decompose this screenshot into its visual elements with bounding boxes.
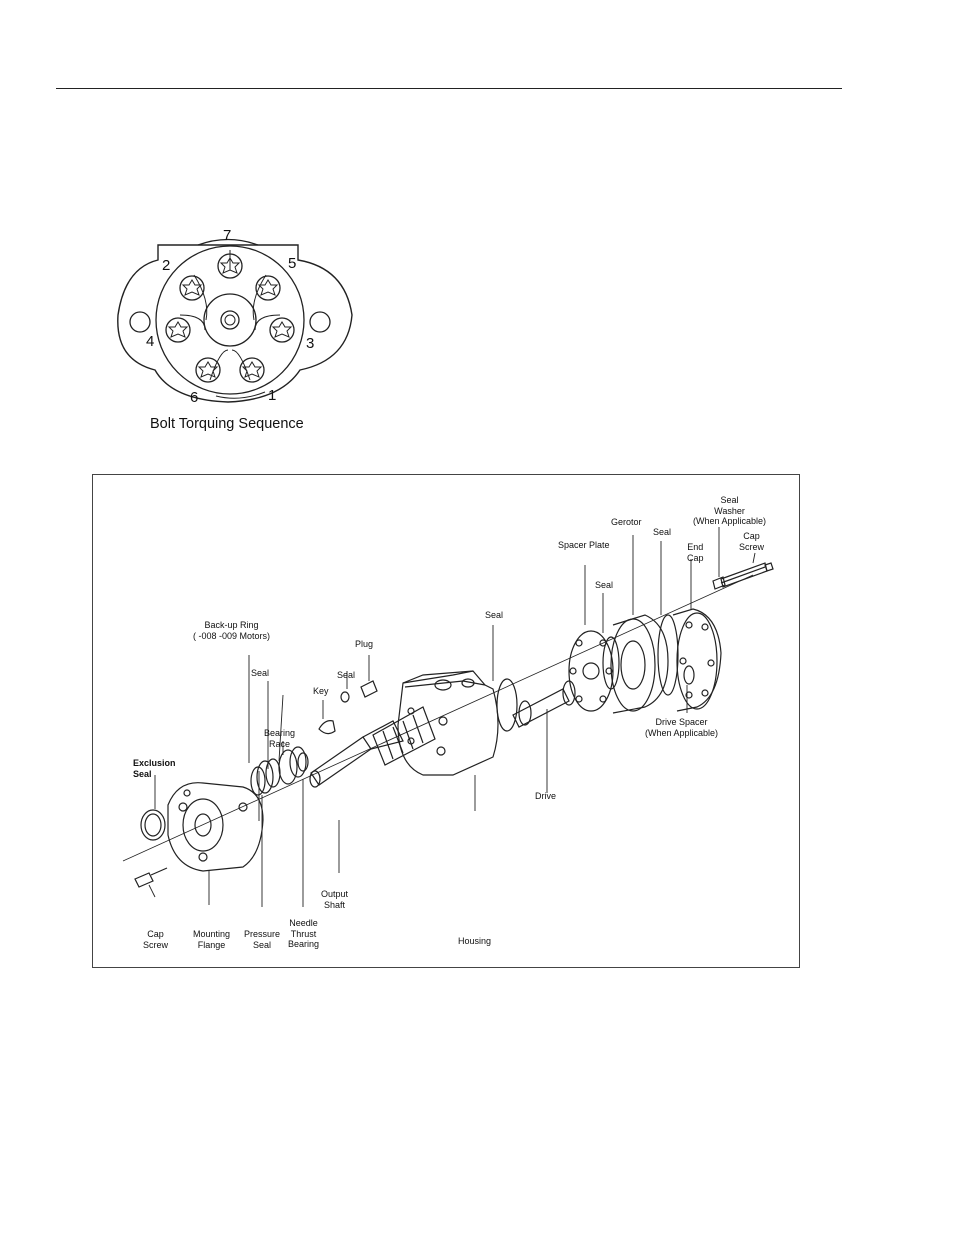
header-rule	[56, 88, 842, 89]
label-seal-washer: Seal Washer (When Applicable)	[693, 495, 767, 526]
bolt-number: 1	[268, 387, 276, 404]
label-needle-thrust-bearing: Needle Thrust Bearing	[288, 918, 320, 949]
bolt-number: 2	[162, 257, 170, 274]
label-seal-spacer: Seal	[595, 580, 614, 590]
label-pressure-seal: Pressure Seal	[244, 929, 281, 950]
label-housing: Housing	[458, 936, 492, 946]
label-seal-housing: Seal	[485, 610, 504, 620]
bolt-torquing-figure: 7 2 5 4 3 6 1	[110, 220, 360, 440]
label-bearing-race: Bearing Race	[264, 728, 296, 749]
exploded-view-figure: Seal Washer (When Applicable) Gerotor Se…	[92, 474, 800, 968]
torque-caption: Bolt Torquing Sequence	[150, 416, 304, 432]
label-seal-gerotor: Seal	[653, 527, 672, 537]
label-key: Key	[313, 686, 329, 696]
bolt-number: 3	[306, 335, 314, 352]
label-seal-plug: Seal	[337, 670, 356, 680]
label-drive-spacer: Drive Spacer (When Applicable)	[645, 717, 719, 738]
label-seal-left: Seal	[251, 668, 270, 678]
label-spacer-plate: Spacer Plate	[558, 540, 610, 550]
label-cap-screw-left: Cap Screw	[143, 929, 169, 950]
bolt-number: 7	[223, 227, 231, 244]
label-mounting-flange: Mounting Flange	[193, 929, 231, 950]
bolt-number: 4	[146, 333, 154, 350]
bolt-number: 6	[190, 389, 198, 406]
exploded-view-drawing	[122, 527, 774, 907]
label-exclusion-seal: Exclusion Seal	[133, 758, 176, 779]
label-output-shaft: Output Shaft	[321, 889, 349, 910]
label-drive: Drive	[535, 791, 557, 801]
label-cap-screw-right: Cap Screw	[739, 531, 765, 552]
label-end-cap: End Cap	[687, 542, 704, 563]
label-gerotor: Gerotor	[611, 517, 642, 527]
bolt-number: 5	[288, 255, 296, 272]
label-plug: Plug	[355, 639, 374, 649]
label-backup-ring: Back-up Ring ( -008 -009 Motors)	[193, 620, 271, 641]
